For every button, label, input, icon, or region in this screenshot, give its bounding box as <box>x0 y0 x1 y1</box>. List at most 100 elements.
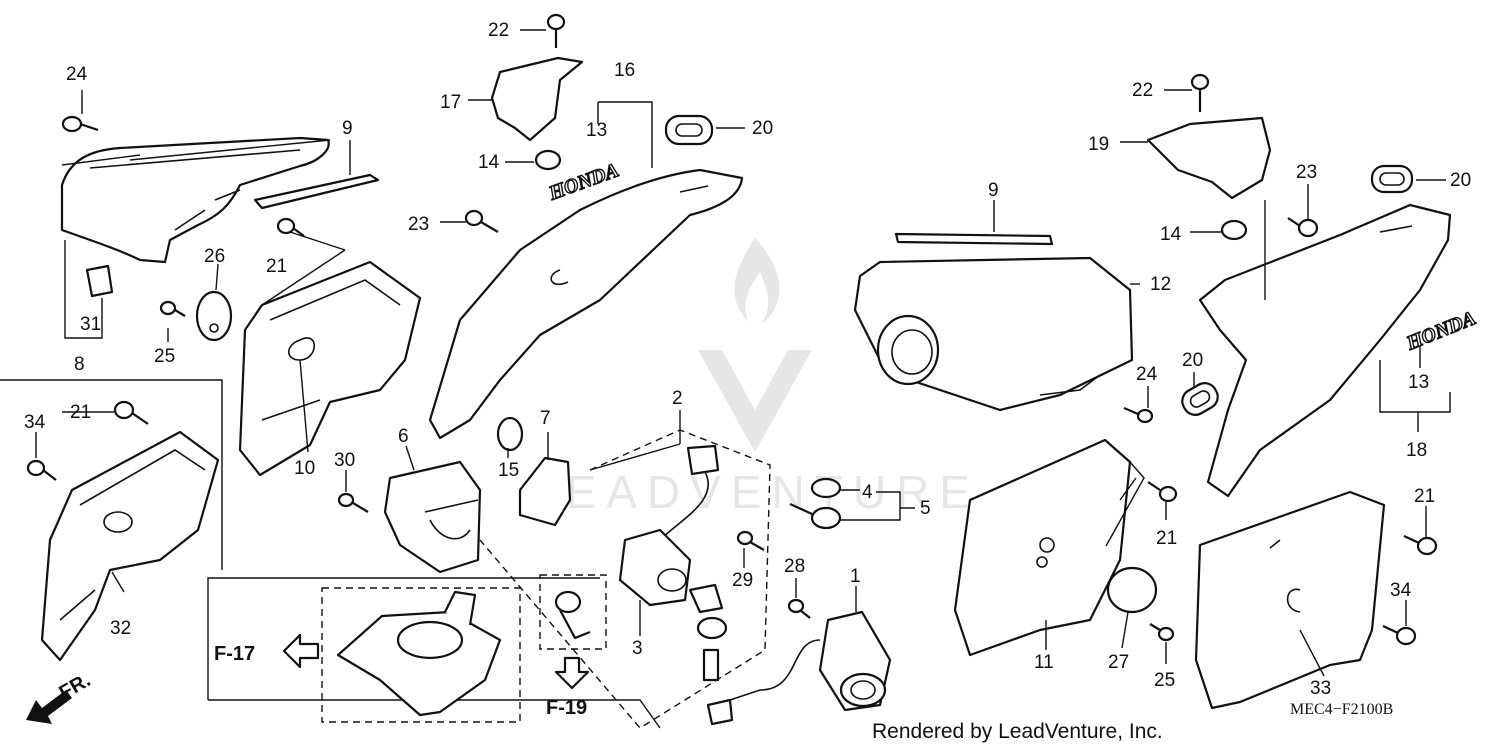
ignition-assembly-outline <box>479 429 771 729</box>
callout-10: 10 <box>294 458 315 479</box>
grommet-part-20-center <box>664 114 714 146</box>
bolt-24-right <box>1123 406 1154 424</box>
strip-part-9-right <box>894 232 1054 246</box>
callout-21-right-upper: 21 <box>1156 528 1177 549</box>
grommet-part-20-right-lower <box>1181 382 1219 416</box>
cover-part-19 <box>1146 116 1272 200</box>
bracket-part-17 <box>490 56 584 142</box>
connector-2 <box>686 444 720 476</box>
callout-34-left: 34 <box>24 412 46 433</box>
callout-19: 19 <box>1088 134 1109 155</box>
bolt-21-right-upper <box>1147 481 1178 503</box>
callout-14-right: 14 <box>1160 224 1182 245</box>
callout-25-right: 25 <box>1154 670 1175 691</box>
ring-part-4 <box>810 477 842 499</box>
callout-2: 2 <box>672 388 683 409</box>
callout-21-right-lower: 21 <box>1414 486 1435 507</box>
fuel-cap-base <box>336 590 502 717</box>
callout-numbers: 24 9 8 31 26 25 21 10 21 34 32 22 17 16 … <box>24 20 1471 699</box>
callout-30: 30 <box>334 450 355 471</box>
flame-icon <box>734 238 780 325</box>
callout-22-center: 22 <box>488 20 509 41</box>
callout-20-right-upper: 20 <box>1450 170 1471 191</box>
arrow-left-icon <box>282 633 320 669</box>
callout-13-right: 13 <box>1408 372 1429 393</box>
callout-5: 5 <box>920 498 931 519</box>
callout-1: 1 <box>850 566 861 587</box>
seat-lock-part-1 <box>706 610 892 726</box>
bolt-34-right <box>1382 625 1417 646</box>
key-set <box>688 583 728 682</box>
callout-15: 15 <box>498 460 519 481</box>
callout-24-left: 24 <box>66 64 88 85</box>
side-cover-part-18 <box>1198 203 1452 498</box>
reference-f19[interactable]: F-19 <box>546 697 587 719</box>
callout-7: 7 <box>540 408 551 429</box>
reference-f17[interactable]: F-17 <box>214 643 255 665</box>
bolt-29 <box>736 530 765 551</box>
clip-part-26 <box>195 290 233 342</box>
callout-32: 32 <box>110 618 131 639</box>
callout-6: 6 <box>398 426 409 447</box>
grommet-part-14-right <box>1220 219 1248 241</box>
callout-34-right: 34 <box>1390 580 1412 601</box>
callout-12: 12 <box>1150 274 1171 295</box>
callout-18: 18 <box>1406 440 1427 461</box>
callout-11: 11 <box>1034 652 1054 673</box>
panel-part-33 <box>1194 490 1386 710</box>
watermark-text: LEADVENTURE <box>530 466 980 518</box>
bolt-23-right <box>1287 217 1319 238</box>
callout-4: 4 <box>862 482 873 503</box>
bush-part-15 <box>496 416 524 452</box>
callout-28: 28 <box>784 556 805 577</box>
cover-part-8 <box>60 136 330 264</box>
callout-16: 16 <box>614 60 635 81</box>
bolt-34-left <box>26 459 57 481</box>
arrow-down-icon <box>554 656 590 690</box>
bolt-25-right <box>1149 623 1175 642</box>
callout-23-center: 23 <box>408 214 429 235</box>
bolt-21-right-lower <box>1403 535 1438 556</box>
bolt-22-right <box>1190 73 1210 112</box>
callout-13-center: 13 <box>586 120 607 141</box>
cap-part-27 <box>1106 566 1158 614</box>
pad-part-31 <box>85 264 114 298</box>
callout-26: 26 <box>204 246 225 267</box>
bolt-21-left-lower <box>113 400 149 425</box>
bolt-22-center <box>546 13 566 48</box>
panel-part-11 <box>953 438 1132 657</box>
render-credit: Rendered by LeadVenture, Inc. <box>872 720 1163 743</box>
bolt-21-left-upper <box>276 217 305 237</box>
callout-17: 17 <box>440 92 461 113</box>
strip-part-9-left <box>253 173 380 210</box>
bolt-28 <box>787 598 811 619</box>
callout-20-right-lower: 20 <box>1182 350 1203 371</box>
callout-33: 33 <box>1310 678 1331 699</box>
callout-8: 8 <box>74 354 85 375</box>
callout-3: 3 <box>632 638 643 659</box>
callout-25-left: 25 <box>154 346 175 367</box>
inner-panel-part-10 <box>238 260 422 477</box>
callout-9-right: 9 <box>988 180 999 201</box>
front-arrow-icon: FR. <box>26 669 94 724</box>
callout-31: 31 <box>80 314 101 335</box>
cover-part-6 <box>383 460 482 574</box>
grommet-part-14-center <box>534 149 562 171</box>
side-cover-part-16 <box>428 168 744 440</box>
grommet-part-20-right-upper <box>1370 164 1414 194</box>
callout-29: 29 <box>732 570 753 591</box>
bolt-24-left <box>61 115 99 133</box>
callout-14-center: 14 <box>478 152 500 173</box>
v-mark-icon <box>698 350 812 452</box>
emblem-part-13-right: HONDA <box>1403 307 1479 355</box>
key-part-5 <box>789 502 842 530</box>
callout-27: 27 <box>1108 652 1129 673</box>
lock-cylinder <box>554 590 591 640</box>
panel-part-32 <box>40 430 220 662</box>
bolt-30 <box>337 492 369 513</box>
callout-20-center: 20 <box>752 118 773 139</box>
callout-9-left: 9 <box>342 118 353 139</box>
diagram-code: MEC4−F2100B <box>1290 701 1393 718</box>
bolt-23-center <box>464 209 499 233</box>
